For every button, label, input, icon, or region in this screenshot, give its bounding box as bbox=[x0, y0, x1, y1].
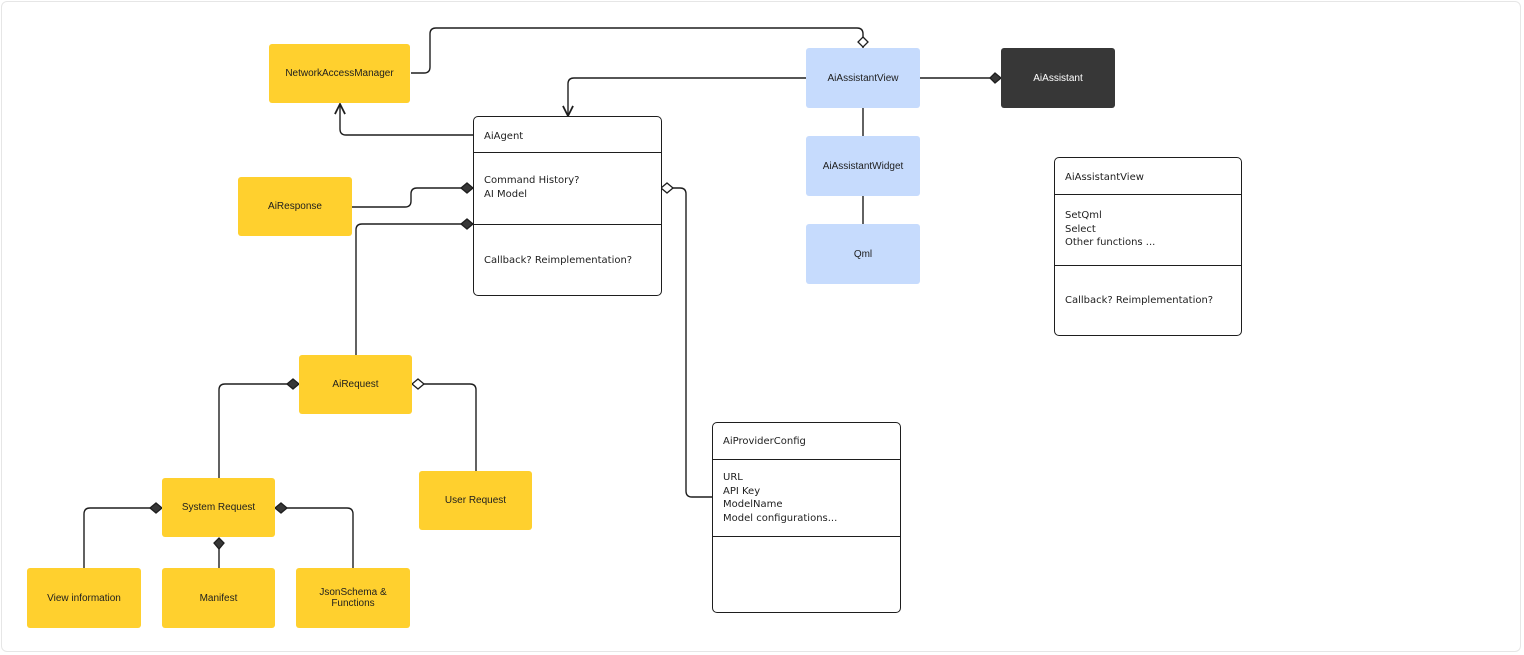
user-request-label: User Request bbox=[444, 495, 507, 506]
edge-agent-to-network bbox=[340, 104, 473, 136]
class-methods: Callback? Reimplementation? bbox=[474, 254, 661, 268]
class-divider bbox=[1055, 194, 1241, 195]
edge-jsonschema-to-system bbox=[275, 507, 354, 568]
composition-diamond bbox=[273, 502, 289, 514]
view-information-node[interactable]: View information bbox=[27, 568, 141, 628]
aggregation-diamond bbox=[659, 182, 675, 194]
aggregation-diamond bbox=[410, 378, 426, 390]
edge-network-to-assistantview bbox=[411, 27, 864, 74]
edge-system-to-request bbox=[218, 383, 299, 478]
class-title-text: AiAssistantView bbox=[1065, 172, 1144, 183]
ai-request-node[interactable]: AiRequest bbox=[299, 355, 412, 414]
class-divider bbox=[713, 459, 900, 460]
edge-user-to-request bbox=[412, 383, 477, 471]
class-attribute: Model configurations... bbox=[723, 512, 838, 524]
class-attribute: Command History? bbox=[484, 175, 580, 186]
composition-diamond bbox=[459, 182, 475, 194]
composition-diamond bbox=[989, 72, 1003, 84]
ai-assistant-widget-node[interactable]: AiAssistantWidget bbox=[806, 136, 920, 196]
class-attributes: Command History? AI Model bbox=[474, 174, 661, 201]
class-attribute: AI Model bbox=[484, 188, 527, 200]
class-attribute: Other functions ... bbox=[1065, 237, 1156, 248]
ai-agent-class[interactable]: AiAgent Command History? AI Model Callba… bbox=[473, 116, 662, 296]
aggregation-diamond bbox=[857, 36, 869, 48]
class-divider bbox=[1055, 265, 1241, 266]
ai-assistant-node[interactable]: AiAssistant bbox=[1001, 48, 1115, 108]
qml-label: Qml bbox=[853, 248, 873, 260]
edge-provider-to-agent bbox=[661, 187, 712, 498]
network-access-manager-node[interactable]: NetworkAccessManager bbox=[269, 44, 410, 103]
ai-response-node[interactable]: AiResponse bbox=[238, 177, 352, 236]
ai-assistant-view-class[interactable]: AiAssistantView SetQml Select Other func… bbox=[1054, 157, 1242, 336]
ai-provider-config-class[interactable]: AiProviderConfig URL API Key ModelName M… bbox=[712, 422, 901, 613]
class-attribute: Select bbox=[1065, 223, 1096, 235]
json-schema-functions-node[interactable]: JsonSchema & Functions bbox=[296, 568, 410, 628]
qml-node[interactable]: Qml bbox=[806, 224, 920, 284]
ai-request-label: AiRequest bbox=[332, 379, 379, 390]
class-method: Callback? Reimplementation? bbox=[1065, 295, 1214, 306]
network-access-manager-label: NetworkAccessManager bbox=[285, 68, 394, 79]
class-title: AiProviderConfig bbox=[713, 435, 900, 449]
class-divider bbox=[474, 152, 661, 153]
edge-viewinfo-to-system bbox=[83, 507, 162, 568]
system-request-node[interactable]: System Request bbox=[162, 478, 275, 537]
edge-request-to-agent bbox=[355, 223, 473, 355]
ai-response-label: AiResponse bbox=[268, 201, 322, 212]
class-title: AiAssistantView bbox=[1055, 171, 1241, 185]
ai-assistant-view-label: AiAssistantView bbox=[827, 72, 899, 84]
view-information-label: View information bbox=[47, 592, 121, 604]
manifest-node[interactable]: Manifest bbox=[162, 568, 275, 628]
class-methods: Callback? Reimplementation? bbox=[1055, 294, 1241, 308]
user-request-node[interactable]: User Request bbox=[419, 471, 532, 530]
ai-assistant-view-node[interactable]: AiAssistantView bbox=[806, 48, 920, 108]
class-title-text: AiProviderConfig bbox=[723, 436, 806, 447]
class-attributes: SetQml Select Other functions ... bbox=[1055, 209, 1241, 250]
edge-response-to-agent bbox=[352, 187, 473, 208]
composition-diamond bbox=[148, 502, 164, 514]
manifest-label: Manifest bbox=[199, 592, 238, 604]
class-attributes: URL API Key ModelName Model configuratio… bbox=[713, 471, 900, 525]
ai-assistant-label: AiAssistant bbox=[1033, 72, 1083, 84]
edge-assistantview-to-agent bbox=[568, 77, 806, 116]
class-attribute: ModelName bbox=[723, 499, 783, 510]
class-method: Callback? Reimplementation? bbox=[484, 255, 633, 266]
class-divider bbox=[474, 224, 661, 225]
class-attribute: API Key bbox=[723, 485, 761, 497]
class-attribute: URL bbox=[723, 472, 743, 483]
class-attribute: SetQml bbox=[1065, 210, 1102, 221]
class-title: AiAgent bbox=[474, 130, 661, 144]
composition-diamond bbox=[285, 378, 301, 390]
json-schema-functions-label: JsonSchema & Functions bbox=[319, 587, 387, 609]
class-divider bbox=[713, 536, 900, 537]
ai-assistant-widget-label: AiAssistantWidget bbox=[822, 160, 904, 172]
system-request-label: System Request bbox=[181, 502, 256, 513]
composition-diamond bbox=[459, 218, 475, 230]
class-title-text: AiAgent bbox=[484, 131, 524, 142]
composition-diamond bbox=[213, 537, 225, 551]
